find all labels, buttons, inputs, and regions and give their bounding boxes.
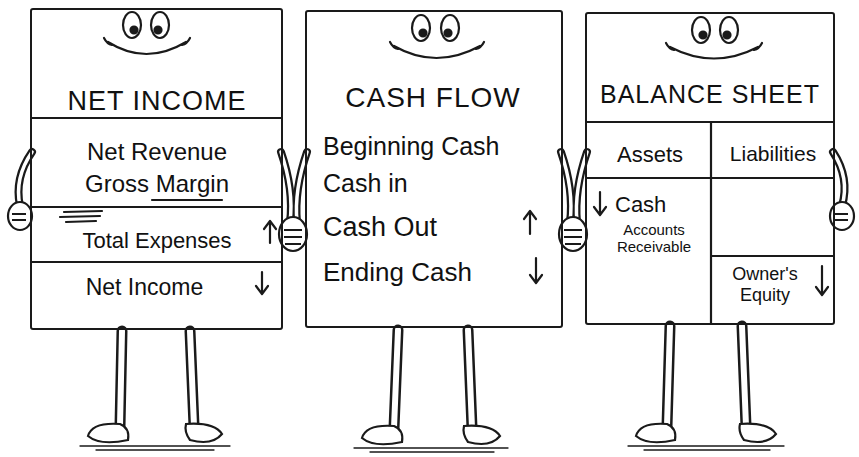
board-item: Cash Out <box>323 212 518 243</box>
shoe <box>740 424 777 442</box>
leg <box>190 331 194 426</box>
sign-board: BALANCE SHEET AssetsLiabilitiesCashAccoun… <box>585 12 835 325</box>
pupil <box>131 27 138 34</box>
pupil <box>420 30 427 37</box>
underline <box>152 199 222 201</box>
sign-board: NET INCOME Net RevenueGross MarginTotal E… <box>30 8 283 330</box>
board-item: Total Expenses <box>57 228 257 253</box>
finger <box>284 230 302 244</box>
leg <box>667 326 670 426</box>
board-item: Ending Cash <box>323 258 523 288</box>
ground-shadow <box>80 446 230 450</box>
pupil <box>700 32 707 39</box>
down-arrow <box>594 192 606 215</box>
board-item: Beginning Cash <box>323 132 549 161</box>
divider-line <box>710 122 712 324</box>
shoe <box>362 426 402 445</box>
finger <box>834 214 848 220</box>
leg <box>394 330 398 428</box>
down-arrow <box>530 258 542 283</box>
leg <box>120 331 122 426</box>
down-arrow <box>256 272 268 294</box>
eye <box>720 17 738 43</box>
sign-board: CASH FLOW Beginning CashCash in Cash OutEn… <box>305 10 563 328</box>
shoe <box>636 424 675 443</box>
cheek-mark <box>390 42 484 49</box>
leg <box>468 330 472 428</box>
eye <box>151 12 169 38</box>
eye <box>441 15 459 41</box>
leg <box>190 331 194 426</box>
board-heading: BALANCE SHEET <box>587 80 833 109</box>
rule-line <box>31 206 282 208</box>
board-item: Gross Margin <box>32 170 282 198</box>
eye <box>692 17 710 43</box>
leg <box>667 326 670 426</box>
rule-line <box>31 261 282 263</box>
leg <box>742 326 746 426</box>
rule-line <box>711 255 834 257</box>
leg <box>394 330 398 428</box>
pupil <box>724 32 731 39</box>
shoe <box>88 424 128 443</box>
leg <box>742 326 746 426</box>
eye <box>123 12 141 38</box>
board-item: Cash in <box>323 169 523 198</box>
board-item: Net Revenue <box>32 138 282 166</box>
pupil <box>445 30 452 37</box>
finger <box>12 214 26 220</box>
smile <box>394 46 480 58</box>
rule-line <box>586 177 834 179</box>
eye <box>412 15 430 41</box>
board-item: Owner's Equity <box>715 264 815 305</box>
board-item: Net Income <box>37 274 252 300</box>
ground-shadow <box>354 448 508 452</box>
smile <box>670 47 758 59</box>
hand <box>279 217 307 251</box>
board-item: Liabilities <box>714 142 832 166</box>
board-item: Accounts Receivable <box>599 221 709 256</box>
leg <box>468 330 472 428</box>
ground-shadow <box>628 446 784 450</box>
board-item: Assets <box>591 142 709 167</box>
scribble <box>60 211 102 222</box>
smile <box>108 42 186 54</box>
pupil <box>155 27 162 34</box>
board-item: Cash <box>615 192 705 217</box>
up-arrow <box>264 221 276 243</box>
cheek-mark <box>104 38 190 45</box>
shoe <box>186 424 223 442</box>
down-arrow <box>816 266 828 295</box>
leg <box>120 331 122 426</box>
rule-line <box>31 117 282 119</box>
board-heading: NET INCOME <box>32 86 282 117</box>
shoe <box>464 426 501 444</box>
up-arrow <box>524 211 536 234</box>
hand <box>559 217 587 251</box>
finger <box>564 230 582 244</box>
cheek-mark <box>666 43 762 50</box>
hand <box>8 202 32 230</box>
board-heading: CASH FLOW <box>307 82 559 114</box>
